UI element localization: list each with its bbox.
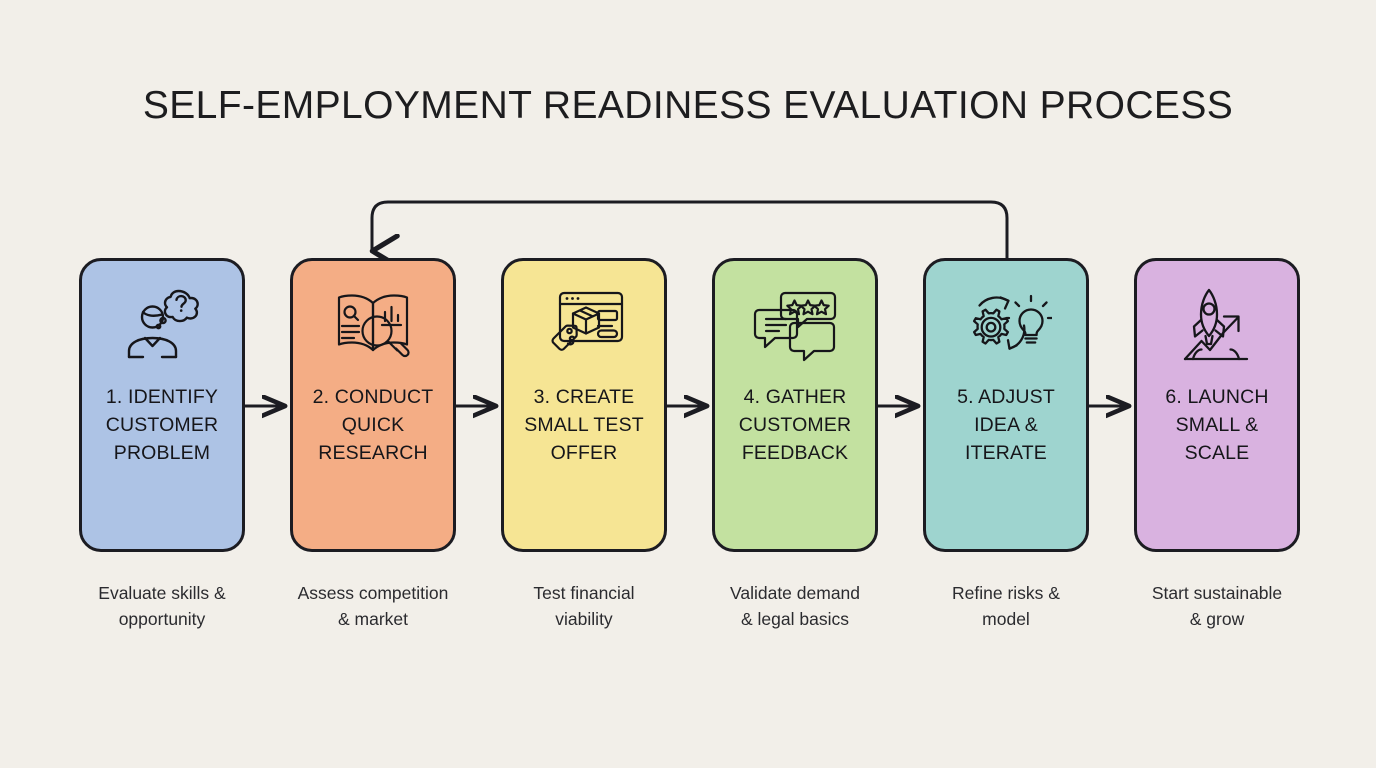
caption-line: & legal basics <box>741 608 849 629</box>
open-book-magnifier-chart-icon <box>323 283 423 369</box>
step-label-line: CUSTOMER <box>738 414 852 436</box>
step-label-4: 4. GATHER CUSTOMER FEEDBACK <box>720 383 870 467</box>
step-label-line: 5. ADJUST <box>957 386 1055 408</box>
step-label-line: 3. CREATE <box>533 386 635 408</box>
step-label-1: 1. IDENTIFY CUSTOMER PROBLEM <box>87 383 237 467</box>
caption-5: Refine risks & model <box>906 581 1106 632</box>
step-label-line: 2. CONDUCT <box>312 386 434 408</box>
caption-line: Evaluate skills & <box>98 583 226 603</box>
step-label-line: PROBLEM <box>113 442 211 464</box>
caption-line: viability <box>555 608 613 629</box>
step-box-6[interactable]: 6. LAUNCH SMALL & SCALE <box>1134 258 1300 552</box>
step-label-line: IDEA & <box>974 414 1038 436</box>
step-label-line: QUICK <box>341 414 405 436</box>
person-thought-bubble-question-icon <box>112 283 212 369</box>
step-label-line: 6. LAUNCH <box>1165 386 1269 408</box>
caption-line: Test financial <box>533 583 635 603</box>
caption-3: Test financial viability <box>484 581 684 632</box>
step-box-5[interactable]: 5. ADJUST IDEA & ITERATE <box>923 258 1089 552</box>
caption-line: Assess competition <box>297 583 449 603</box>
caption-6: Start sustainable & grow <box>1117 581 1317 632</box>
step-label-line: OFFER <box>550 442 618 464</box>
gear-lightbulb-cycle-icon <box>956 283 1056 369</box>
caption-4: Validate demand & legal basics <box>695 581 895 632</box>
step-label-5: 5. ADJUST IDEA & ITERATE <box>931 383 1081 467</box>
caption-2: Assess competition & market <box>273 581 473 632</box>
step-box-3[interactable]: 3. CREATE SMALL TEST OFFER <box>501 258 667 552</box>
step-label-line: SMALL & <box>1175 414 1259 436</box>
caption-line: & market <box>337 608 409 629</box>
step-box-4[interactable]: 4. GATHER CUSTOMER FEEDBACK <box>712 258 878 552</box>
feedback-loop-arrow <box>372 200 1009 258</box>
step-label-line: SCALE <box>1184 442 1250 464</box>
rocket-growth-arrow-icon <box>1167 283 1267 369</box>
step-box-2[interactable]: 2. CONDUCT QUICK RESEARCH <box>290 258 456 552</box>
step-label-line: RESEARCH <box>318 442 428 464</box>
step-label-6: 6. LAUNCH SMALL & SCALE <box>1142 383 1292 467</box>
caption-line: Start sustainable <box>1151 583 1283 603</box>
page-title: SELF-EMPLOYMENT READINESS EVALUATION PRO… <box>142 84 1234 127</box>
step-label-line: 4. GATHER <box>743 386 847 408</box>
step-label-line: SMALL TEST <box>524 414 644 436</box>
caption-line: model <box>982 608 1030 629</box>
caption-line: & grow <box>1189 608 1245 629</box>
caption-line: Refine risks & <box>952 583 1060 603</box>
caption-1: Evaluate skills & opportunity <box>62 581 262 632</box>
speech-bubbles-stars-rating-icon <box>745 283 845 369</box>
step-label-line: FEEDBACK <box>741 442 849 464</box>
step-label-line: ITERATE <box>965 442 1047 464</box>
step-label-2: 2. CONDUCT QUICK RESEARCH <box>298 383 448 467</box>
step-box-1[interactable]: 1. IDENTIFY CUSTOMER PROBLEM <box>79 258 245 552</box>
step-label-line: CUSTOMER <box>105 414 219 436</box>
step-label-line: 1. IDENTIFY <box>105 386 219 408</box>
caption-line: opportunity <box>118 608 206 629</box>
step-label-3: 3. CREATE SMALL TEST OFFER <box>509 383 659 467</box>
caption-line: Validate demand <box>729 583 861 603</box>
browser-window-package-price-tag-icon <box>534 283 634 369</box>
